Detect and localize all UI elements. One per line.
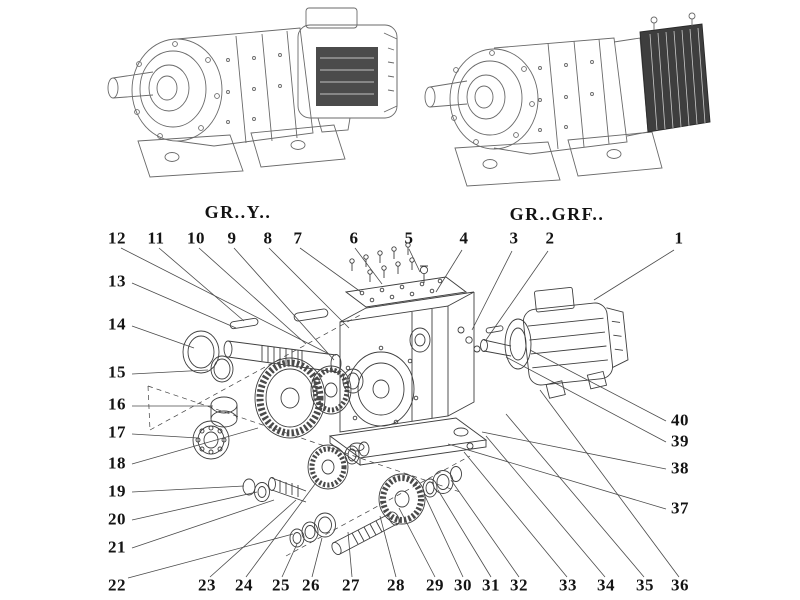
callout-9: 9 <box>227 228 237 248</box>
leader-lines <box>120 247 680 579</box>
variant-label-gr-y: GR..Y.. <box>204 202 272 222</box>
callout-40: 40 <box>671 410 689 430</box>
callout-10: 10 <box>187 228 205 248</box>
callout-36: 36 <box>671 575 689 595</box>
variant-label-gr-grf: GR..GRF.. <box>509 204 605 224</box>
callout-1: 1 <box>674 228 684 248</box>
callout-18: 18 <box>108 453 126 473</box>
motor-assembly <box>457 287 629 399</box>
callout-24: 24 <box>235 575 253 595</box>
callout-25: 25 <box>272 575 290 595</box>
callout-17: 17 <box>108 422 126 442</box>
callout-21: 21 <box>108 537 126 557</box>
callout-33: 33 <box>559 575 577 595</box>
callout-22: 22 <box>108 575 126 595</box>
callout-23: 23 <box>198 575 216 595</box>
exploded-view-drawing <box>120 242 680 579</box>
main-gear-wheels <box>254 357 364 439</box>
callout-15: 15 <box>108 362 126 382</box>
callout-14: 14 <box>108 314 126 334</box>
callout-6: 6 <box>349 228 359 248</box>
callout-39: 39 <box>671 431 689 451</box>
alignment-dashed-lines <box>147 313 471 557</box>
gearmotor-gr-grf-drawing <box>424 12 711 187</box>
top-cover-and-bolts <box>344 242 468 308</box>
gear-housing <box>328 291 488 466</box>
callout-7: 7 <box>293 228 303 248</box>
callout-27: 27 <box>342 575 360 595</box>
input-shaft-and-keys <box>223 308 342 373</box>
callout-29: 29 <box>426 575 444 595</box>
callout-32: 32 <box>510 575 528 595</box>
callout-8: 8 <box>263 228 273 248</box>
callout-4: 4 <box>459 228 469 248</box>
callout-28: 28 <box>387 575 405 595</box>
breather-plug <box>419 265 429 275</box>
callout-37: 37 <box>671 498 689 518</box>
callout-11: 11 <box>147 228 165 248</box>
gearmotor-gr-y-drawing <box>107 7 398 178</box>
callout-35: 35 <box>636 575 654 595</box>
callout-5: 5 <box>404 228 414 248</box>
callout-3: 3 <box>509 228 519 248</box>
seals-and-bearings-left <box>182 330 238 460</box>
callout-38: 38 <box>671 458 689 478</box>
callout-13: 13 <box>108 271 126 291</box>
callout-20: 20 <box>108 509 126 529</box>
callout-12: 12 <box>108 228 126 248</box>
intermediate-pinion-cluster <box>242 441 370 503</box>
callout-34: 34 <box>597 575 615 595</box>
callout-26: 26 <box>302 575 320 595</box>
callout-30: 30 <box>454 575 472 595</box>
callout-19: 19 <box>108 481 126 501</box>
callout-31: 31 <box>482 575 500 595</box>
callout-16: 16 <box>108 394 126 414</box>
callout-2: 2 <box>545 228 555 248</box>
